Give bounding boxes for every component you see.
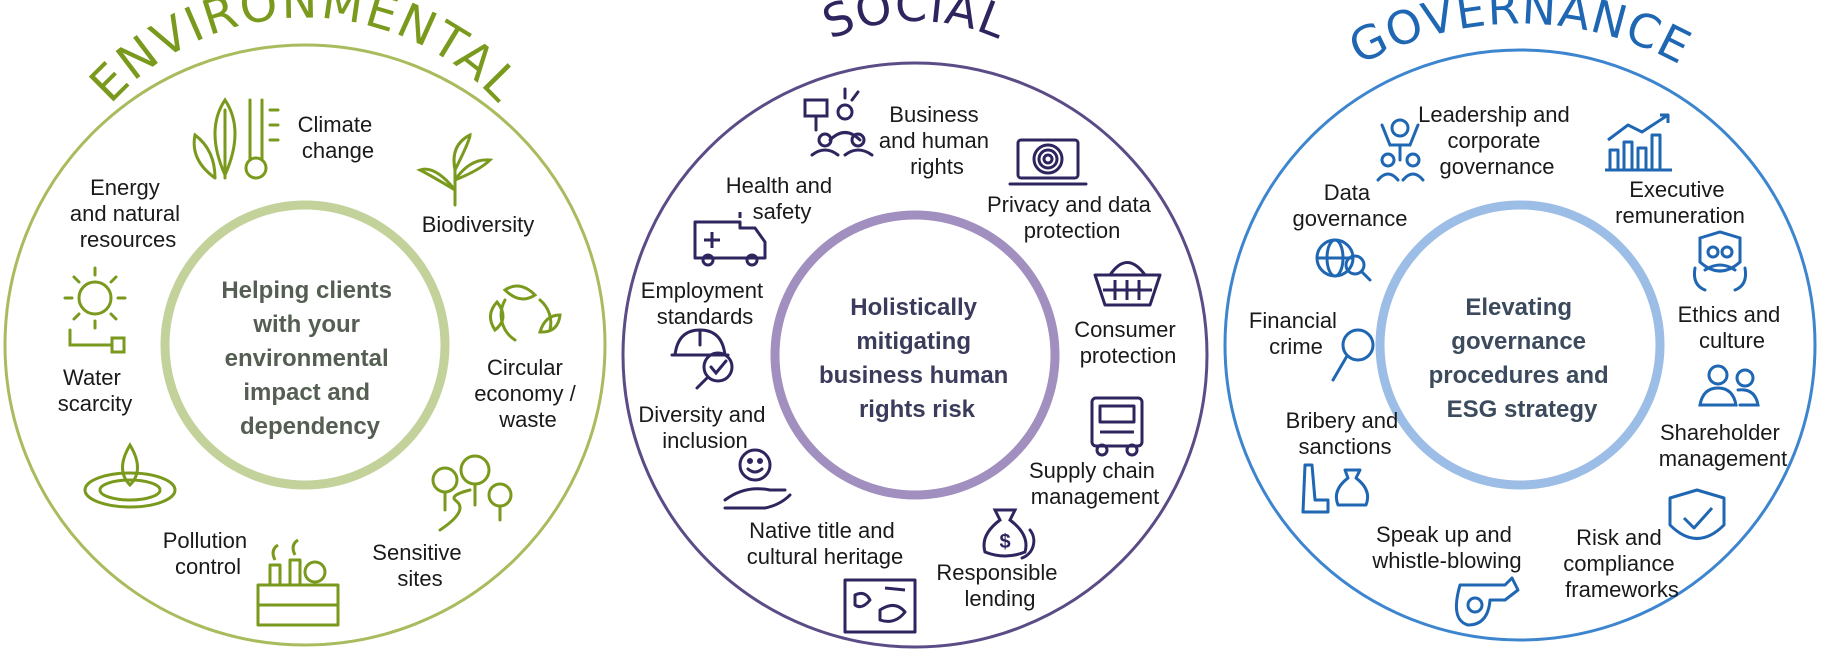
money-bag-icon: $ (982, 508, 1036, 560)
governance-outer-ring (1223, 48, 1817, 642)
item-label: Energy and natural resources (70, 175, 186, 252)
ambulance-icon (693, 212, 767, 267)
governance-section: GOVERNANCE Elevating governance procedur… (1223, 0, 1817, 642)
protest-people-icon (803, 87, 874, 157)
item-label: Employment standards (641, 278, 769, 329)
bar-chart-growth-icon (1605, 113, 1672, 172)
item-label: Shareholder management (1659, 420, 1787, 471)
environmental-section: ENVIRONMENTAL Helping clients with your … (3, 0, 607, 647)
item-privacy-data-protection: Privacy and data protection (987, 138, 1157, 243)
social-center-text: Holistically mitigating business human r… (819, 294, 1015, 423)
item-label: Consumer protection (1074, 317, 1182, 368)
item-responsible-lending: $ Responsible lending (936, 508, 1063, 611)
environmental-center-text: Helping clients with your environmental … (221, 277, 398, 440)
item-bribery-sanctions: Bribery and sanctions (1286, 408, 1405, 514)
governance-inner-ring (1375, 200, 1665, 490)
item-supply-chain-management: Supply chain management (1029, 396, 1161, 509)
item-pollution-control: Pollution control (163, 528, 340, 627)
item-data-governance: Data governance (1293, 180, 1408, 282)
item-health-safety: Health and safety (693, 173, 839, 267)
social-inner-ring (770, 210, 1060, 500)
shield-check-icon (1668, 488, 1726, 540)
item-label: Executive remuneration (1615, 177, 1745, 228)
fingerprint-laptop-icon (1008, 138, 1088, 186)
item-water-scarcity: Water scarcity (58, 365, 177, 509)
hardhat-check-icon (670, 328, 734, 390)
factory-icon (256, 538, 340, 627)
sun-plug-icon (63, 266, 127, 354)
item-label: Pollution control (163, 528, 254, 579)
item-speak-up-whistle-blowing: Speak up and whistle-blowing (1371, 522, 1522, 627)
item-circular-economy: Circular economy / waste (474, 284, 582, 432)
item-shareholder-management: Shareholder management (1659, 364, 1787, 471)
item-label: Speak up and whistle-blowing (1371, 522, 1521, 573)
item-label: Bribery and sanctions (1286, 408, 1405, 459)
magnifier-icon (1331, 328, 1375, 382)
item-label: Climate change (298, 112, 379, 163)
item-label: Sensitive sites (372, 540, 467, 591)
item-employment-standards: Employment standards (641, 278, 769, 390)
item-label: Data governance (1293, 180, 1408, 231)
whistle-icon (1454, 576, 1520, 627)
item-label: Diversity and inclusion (638, 402, 771, 453)
item-executive-remuneration: Executive remuneration (1605, 113, 1745, 228)
plant-thermometer-icon (192, 97, 280, 180)
item-label: Leadership and corporate governance (1418, 102, 1576, 179)
item-biodiversity: Biodiversity (416, 132, 534, 237)
environmental-outer-ring (3, 43, 607, 647)
item-diversity-inclusion: Diversity and inclusion (638, 402, 792, 510)
item-label: Health and safety (726, 173, 839, 224)
item-label: Supply chain management (1029, 458, 1161, 509)
globe-search-icon (1315, 238, 1372, 282)
item-label: Responsible lending (936, 560, 1063, 611)
item-consumer-protection: Consumer protection (1074, 261, 1182, 368)
bribery-bag-icon (1301, 463, 1370, 514)
item-sensitive-sites: Sensitive sites (372, 454, 513, 591)
item-label: Financial crime (1249, 308, 1343, 359)
svg-text:$: $ (999, 531, 1010, 553)
item-native-title: Native title and cultural heritage (747, 518, 917, 634)
truck-icon (1090, 396, 1144, 457)
trees-path-icon (431, 454, 513, 532)
item-label: Circular economy / waste (474, 355, 582, 432)
leaf-sprout-icon (416, 132, 494, 207)
environmental-inner-ring (160, 200, 450, 490)
map-icon (843, 578, 917, 634)
item-label: Water scarcity (58, 365, 133, 416)
social-outer-ring (621, 61, 1209, 649)
item-leadership-corporate-governance: Leadership and corporate governance (1376, 102, 1576, 182)
people-shield-icon (1693, 230, 1747, 292)
social-title: SOCIAL (815, 0, 1015, 50)
item-label: Ethics and culture (1678, 302, 1787, 353)
item-financial-crime: Financial crime (1249, 308, 1375, 382)
governance-center-text: Elevating governance procedures and ESG … (1429, 294, 1616, 423)
item-ethics-culture: Ethics and culture (1678, 230, 1787, 353)
water-drop-icon (83, 442, 177, 509)
recycle-leaves-icon (489, 284, 562, 342)
item-label: Business and human rights (879, 102, 995, 179)
governance-title: GOVERNANCE (1341, 0, 1700, 75)
environmental-title: ENVIRONMENTAL (79, 0, 531, 113)
item-energy-natural-resources: Energy and natural resources (63, 175, 186, 354)
shareholders-icon (1698, 364, 1760, 407)
item-label: Risk and compliance frameworks (1563, 525, 1680, 602)
item-label: Native title and cultural heritage (747, 518, 904, 569)
social-section: SOCIAL Holistically mitigating business … (621, 0, 1209, 649)
item-climate-change: Climate change (192, 97, 379, 180)
item-label: Biodiversity (422, 212, 534, 237)
item-risk-compliance-frameworks: Risk and compliance frameworks (1563, 488, 1726, 602)
shopping-basket-icon (1093, 261, 1162, 307)
item-label: Privacy and data protection (987, 192, 1157, 243)
leadership-people-icon (1376, 118, 1425, 182)
item-business-human-rights: Business and human rights (803, 87, 995, 179)
smile-hand-icon (723, 448, 792, 510)
